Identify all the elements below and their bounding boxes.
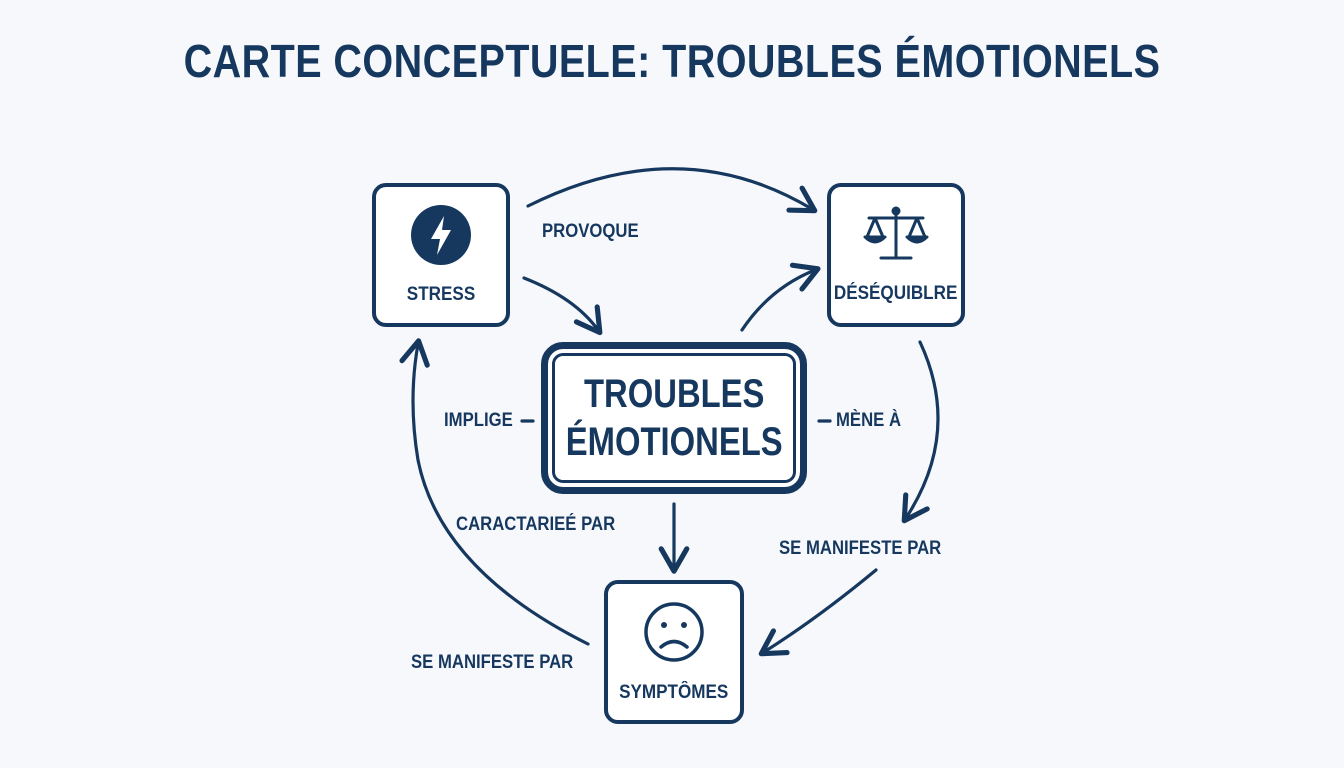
arrow-central-to-desequilibre: [740, 262, 821, 332]
balance-scale-icon: [861, 205, 931, 265]
edge-label-provoque: PROVOQUE: [542, 221, 639, 242]
node-symptomes[interactable]: SYMPTÔMES: [604, 580, 744, 724]
node-desequilibre[interactable]: DÉSÉQUIBLRE: [827, 183, 965, 327]
arrow-stress-to-desequilibre: [526, 167, 818, 214]
arrow-stress-to-central: [522, 276, 603, 336]
node-symptomes-label: SYMPTÔMES: [619, 682, 729, 703]
edge-label-se-manifeste-par-right: SE MANIFESTE PAR: [779, 538, 942, 559]
node-desequilibre-label: DÉSÉQUIBLRE: [834, 283, 958, 304]
sad-face-icon: [642, 600, 706, 664]
arrow-to-symptomes-right: [758, 568, 878, 657]
node-stress-label: STRESS: [406, 284, 476, 305]
arrow-desequilibre-down: [901, 340, 940, 524]
node-stress[interactable]: STRESS: [372, 183, 510, 327]
lightning-bolt-icon: [410, 204, 472, 266]
node-central[interactable]: TROUBLES ÉMOTIONELS: [541, 342, 807, 494]
edge-label-implige: IMPLIGE: [444, 410, 513, 431]
node-central-label: TROUBLES ÉMOTIONELS: [566, 370, 783, 466]
edge-label-caractariee-par: CARACTARIEÉ PAR: [456, 514, 616, 535]
node-central-label-line1: TROUBLES: [583, 372, 765, 416]
arrow-symptomes-to-stress: [399, 338, 590, 646]
node-central-label-line2: ÉMOTIONELS: [565, 420, 783, 464]
edge-label-se-manifeste-par-left: SE MANIFESTE PAR: [411, 652, 574, 673]
edge-label-mene-a: MÈNE À: [836, 410, 902, 431]
page-title: CARTE CONCEPTUELE: TROUBLES ÉMOTIONELS: [183, 35, 1161, 87]
